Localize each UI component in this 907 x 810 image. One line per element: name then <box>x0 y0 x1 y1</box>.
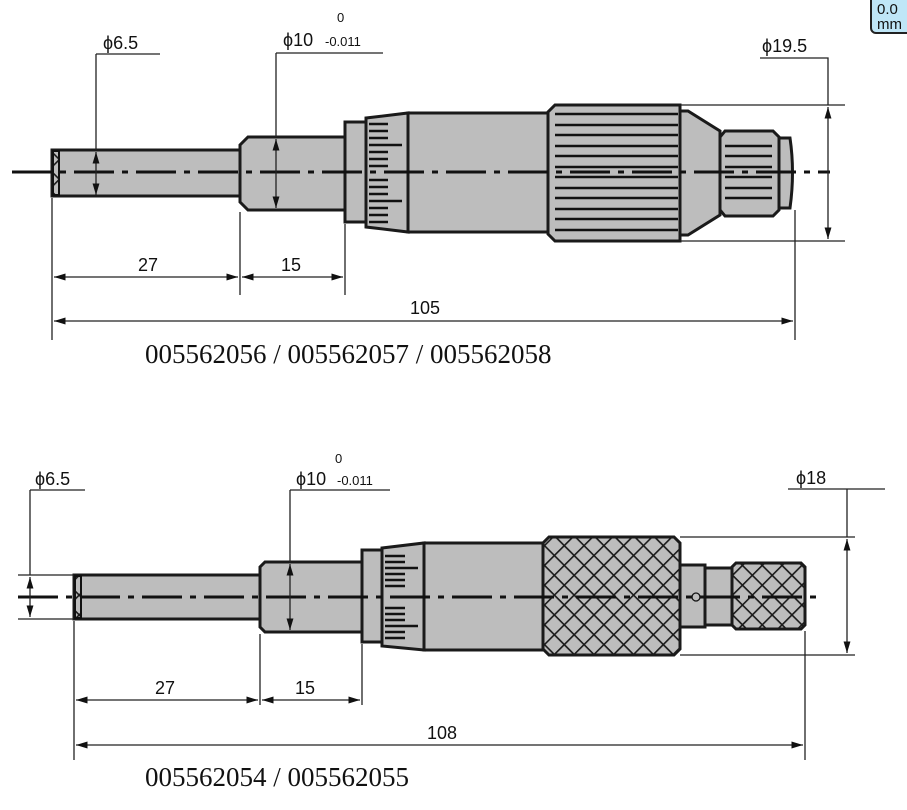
spindle-tip <box>52 150 60 196</box>
top-dia-sleeve-upper-tol: 0 <box>337 10 344 25</box>
top-len-total: 105 <box>410 298 440 318</box>
thimble-scale-ticks <box>369 122 402 224</box>
ratchet-lines <box>555 112 678 232</box>
bottom-micrometer-body <box>72 535 807 657</box>
top-dia-sleeve-label: ϕ10 <box>283 30 313 50</box>
unit-badge: 0.0 mm <box>870 0 907 34</box>
badge-line2: mm <box>877 16 902 33</box>
bottom-dia-sleeve-lower-tol: -0.011 <box>337 473 373 488</box>
top-dia-sleeve-lower-tol: -0.011 <box>325 34 361 49</box>
bottom-len-sleeve: 15 <box>295 678 315 698</box>
top-micrometer-body <box>50 103 794 243</box>
bottom-len-total: 108 <box>427 723 457 743</box>
top-len-spindle: 27 <box>138 255 158 275</box>
bottom-dia-sleeve-label: ϕ10 <box>296 469 326 489</box>
top-len-sleeve: 15 <box>281 255 301 275</box>
bottom-dia-ratchet-label: ϕ18 <box>796 468 826 488</box>
bottom-dia-spindle-label: ϕ6.5 <box>35 469 70 489</box>
top-dia-spindle-label: ϕ6.5 <box>103 33 138 53</box>
badge-line1: 0.0 <box>877 1 898 18</box>
top-drawing: ϕ6.5 ϕ10 0 -0.011 ϕ19.5 27 15 105 005562… <box>12 10 845 369</box>
bottom-drawing: ϕ6.5 ϕ10 0 -0.011 ϕ18 27 15 108 00556205… <box>18 451 885 792</box>
small-knurl <box>718 129 781 218</box>
top-dia-ratchet-label: ϕ19.5 <box>762 36 807 56</box>
bottom-dia-sleeve-upper-tol: 0 <box>335 451 342 466</box>
bottom-caption: 005562054 / 005562055 <box>145 762 409 792</box>
bottom-len-spindle: 27 <box>155 678 175 698</box>
top-caption: 005562056 / 005562057 / 005562058 <box>145 339 552 369</box>
